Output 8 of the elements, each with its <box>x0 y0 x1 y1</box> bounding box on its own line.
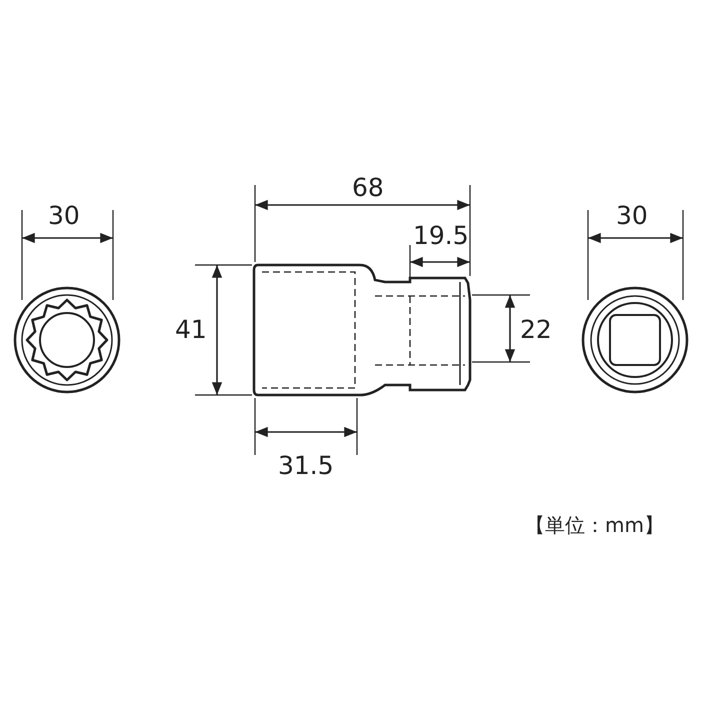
dimension-label: 31.5 <box>278 453 334 478</box>
dimension-label: 41 <box>175 317 207 342</box>
dimension-label: 22 <box>520 317 552 342</box>
unit-note: 【単位：mm】 <box>525 515 664 535</box>
dimension-label: 68 <box>352 175 384 200</box>
dimension-label: 19.5 <box>413 223 469 248</box>
dimension-label: 30 <box>48 203 80 228</box>
dimension-label: 30 <box>616 203 648 228</box>
